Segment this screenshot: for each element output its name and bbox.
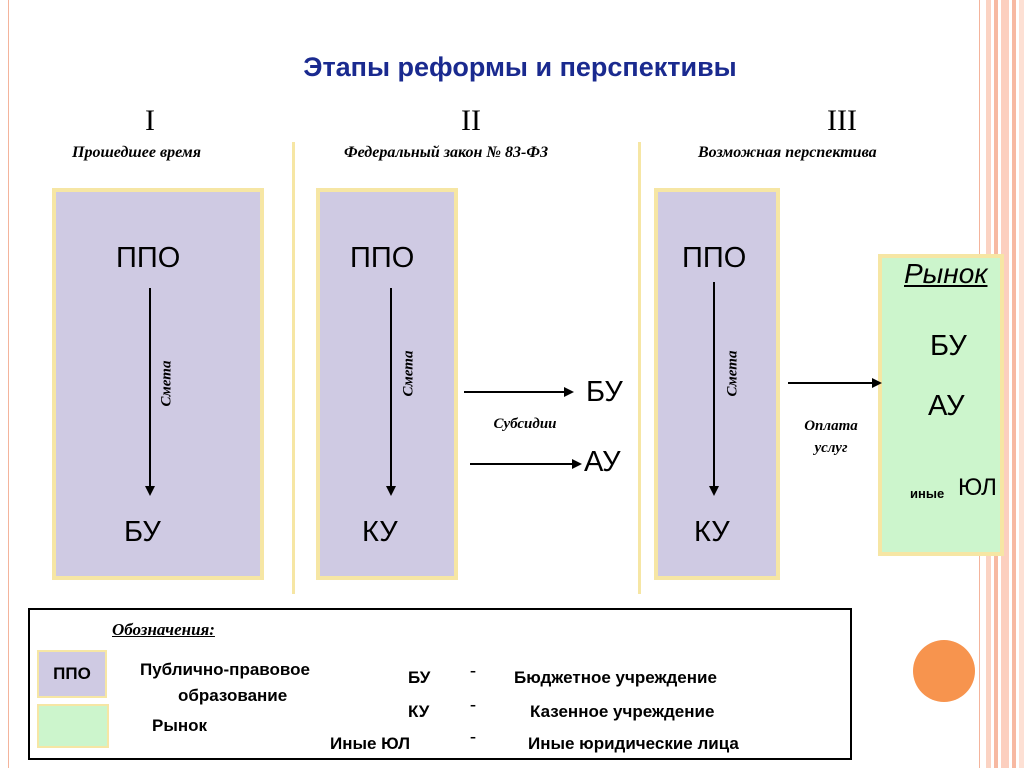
stage-1-caption: Прошедшее время [72,144,201,161]
panel-3-top-label: ППО [682,242,747,274]
legend-abbr-ku: КУ [408,702,430,721]
market-other-prefix: иные [910,486,945,501]
stage-1-numeral: I [145,104,155,137]
stage-2-caption: Федеральный закон № 83-ФЗ [344,144,549,161]
legend-meaning-other: Иные юридические лица [528,734,739,753]
side-stripe [1012,0,1016,768]
legend-market-swatch [37,704,109,748]
legend-meaning-bu: Бюджетное учреждение [514,668,717,687]
decorative-circle [913,640,975,702]
stage-2-numeral: II [461,104,481,137]
stage-3-caption: Возможная перспектива [698,144,877,161]
legend-ppo-line1: Публично-правовое [140,660,310,679]
subsidy-target-bu: БУ [586,376,623,408]
market-panel [878,254,1004,556]
legend-dash: - [470,726,476,746]
panel-2-bottom-label: КУ [362,516,398,548]
slide-title: Этапы реформы и перспективы [303,52,737,82]
panel-stage-2 [316,188,458,580]
subsidy-target-au: АУ [584,446,621,478]
legend-abbr-bu: БУ [408,668,431,687]
panel-2-top-label: ППО [350,242,415,274]
panel-3-bottom-label: КУ [694,516,730,548]
panel-1-top-label: ППО [116,242,181,274]
market-item-bu: БУ [930,330,967,362]
stage-divider [292,142,295,594]
panel-1-bottom-label: БУ [124,516,161,548]
legend-ppo-line2: образование [178,686,288,705]
market-other: ЮЛ [958,474,997,501]
stage-3-numeral: III [827,104,857,137]
side-stripe [1019,0,1024,768]
panel-stage-3 [654,188,780,580]
stage-divider [638,142,641,594]
legend-dash: - [470,694,476,714]
legend-title: Обозначения: [112,620,215,639]
panel-stage-1 [52,188,264,580]
market-item-au: АУ [928,390,965,422]
legend-dash: - [470,660,476,680]
legend-meaning-ku: Казенное учреждение [530,702,715,721]
legend-box [28,608,852,760]
subsidies-label: Субсидии [493,416,557,432]
legend-ppo-swatch: ППО [37,650,107,698]
payment-label-line1: Оплата [804,418,858,434]
market-title: Рынок [904,258,988,289]
legend-abbr-other: Иные ЮЛ [330,734,410,753]
legend-market-label: Рынок [152,716,208,735]
payment-label-line2: услуг [814,440,848,456]
side-stripe [1001,0,1009,768]
